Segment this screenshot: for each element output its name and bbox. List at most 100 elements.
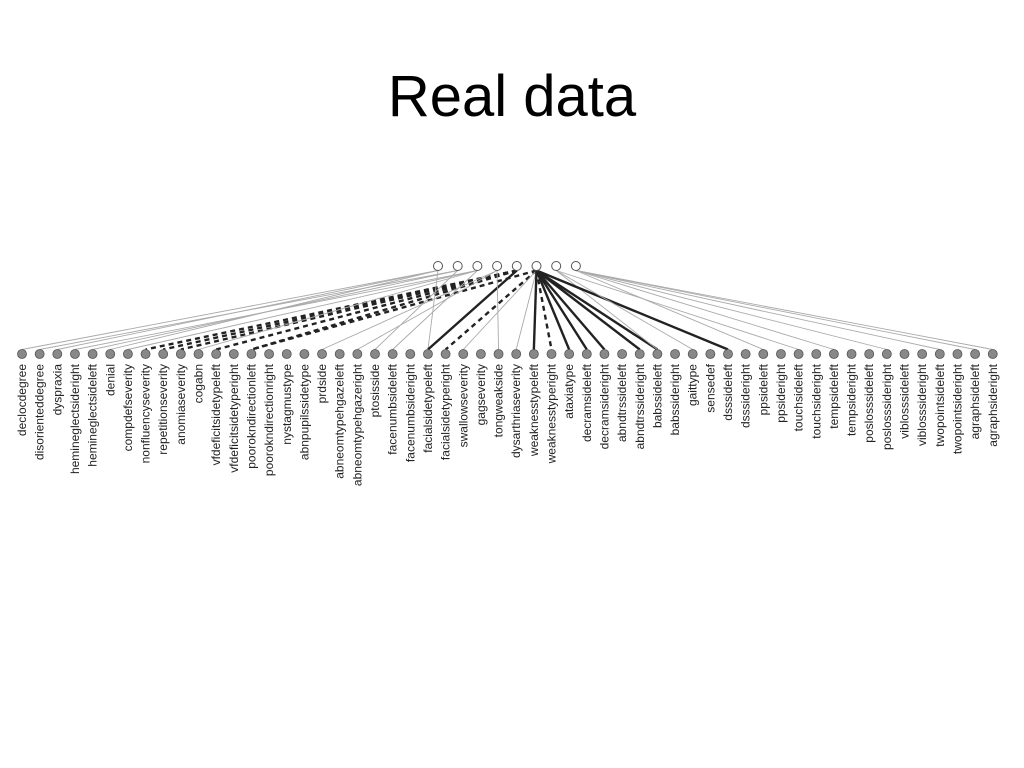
edge-21	[462, 270, 537, 350]
edge-36	[575, 270, 835, 350]
leaf-node-weaknesstyperight	[546, 349, 557, 359]
leaf-label-agraphsideleft: agraphsideleft	[968, 363, 982, 439]
leaf-label-facenumbsideleft: facenumbsideleft	[386, 363, 400, 454]
edge-23	[515, 270, 537, 350]
parent-node-3	[472, 261, 483, 271]
edge-39	[575, 270, 976, 350]
leaf-node-tempsideright	[846, 349, 857, 359]
leaf-node-babssideright	[670, 349, 680, 359]
leaf-label-vfdeficitsidetypeleft: vfdeficitsidetypeleft	[209, 363, 223, 465]
edge-30	[535, 269, 659, 351]
leaf-node-anomiaseverity	[175, 349, 186, 359]
leaf-label-dsssideleft: dsssideleft	[721, 363, 735, 420]
edge-37	[575, 270, 887, 350]
leaf-label-poorokndirectionleft: poorokndirectionleft	[244, 363, 258, 468]
parent-node-2	[452, 261, 463, 271]
leaf-node-twopointsideleft	[934, 349, 945, 359]
leaf-node-hemineglectsideleft	[87, 349, 98, 359]
leaf-node-facialsidetypeleft	[423, 349, 433, 359]
leaf-node-nystagmustype	[281, 349, 292, 359]
leaf-node-denial	[105, 349, 116, 359]
parent-node-4	[492, 261, 503, 271]
edge-31	[555, 270, 658, 350]
leaf-label-decramsideleft: decramsideleft	[580, 363, 594, 442]
leaf-node-touchsideleft	[793, 349, 804, 359]
parent-nodes-layer	[433, 261, 581, 271]
parent-node-8	[570, 261, 581, 271]
leaf-label-ppsideleft: ppsideleft	[756, 363, 770, 415]
leaf-node-sensedef	[705, 349, 716, 359]
leaf-node-poorokndirectionleft	[246, 349, 257, 359]
leaf-label-cogabn: cogabn	[192, 364, 206, 403]
leaf-label-babssideright: babssideright	[668, 363, 682, 435]
leaf-node-twopointsideright	[952, 349, 963, 359]
edge-35	[556, 270, 799, 350]
leaf-label-nystagmustype: nystagmustype	[280, 364, 294, 445]
leaf-node-agraphsideleft	[970, 349, 980, 359]
leaf-label-tongweakside: tongweakside	[492, 364, 506, 438]
leaf-node-facenumbsideright	[405, 349, 416, 359]
edge-27	[535, 269, 588, 351]
edges-layer	[21, 269, 993, 351]
leaf-label-gagseverity: gagseverity	[474, 364, 488, 425]
edge-20	[444, 269, 538, 351]
leaf-node-abnpupilssidetype	[299, 349, 310, 359]
leaf-node-dsssideleft	[723, 349, 733, 359]
leaf-label-gaittype: gaittype	[686, 364, 700, 406]
edge-16	[374, 270, 459, 350]
leaf-label-abndtrssideright: abndtrssideright	[633, 363, 647, 449]
leaf-label-nonfluencyseverity: nonfluencyseverity	[139, 364, 153, 463]
leaf-node-disorienteddegree	[34, 349, 45, 359]
leaf-label-denial: denial	[103, 364, 117, 396]
edge-12	[251, 269, 518, 351]
edge-8	[162, 269, 518, 351]
edge-2	[57, 270, 439, 350]
leaf-node-abneomtypehgazeleft	[334, 349, 345, 359]
leaf-label-dyspraxia: dyspraxia	[50, 364, 64, 416]
leaf-node-tongweakside	[493, 349, 504, 359]
leaf-label-facialsidetypeleft: facialsidetypeleft	[421, 363, 435, 452]
edge-0	[21, 270, 439, 350]
leaf-node-declocdegree	[17, 349, 27, 359]
leaf-label-agraphsideright: agraphsideright	[986, 363, 1000, 446]
leaf-node-repetitionseverity	[158, 349, 169, 359]
leaf-label-touchsideright: touchsideright	[809, 363, 823, 438]
parent-node-6	[531, 261, 542, 271]
leaf-node-gaittype	[687, 349, 698, 359]
leaf-node-vfdeficitsidetyperight	[228, 349, 239, 359]
leaf-node-facialsidetyperight	[440, 349, 451, 359]
leaf-node-facenumbsideleft	[387, 349, 398, 359]
leaf-label-ptosisside: ptosisside	[368, 364, 382, 418]
leaf-label-prdside: prdside	[315, 364, 329, 404]
leaf-label-weaknesstyperight: weaknesstyperight	[545, 363, 559, 464]
leaf-node-poslosssideleft	[864, 349, 875, 359]
leaf-node-hemineglectsideright	[70, 349, 80, 359]
leaf-label-abneomtypehgazeright: abneomtypehgazeright	[350, 363, 364, 486]
edge-32	[536, 269, 729, 351]
leaf-label-compdefseverity: compdefseverity	[121, 364, 135, 451]
leaf-label-poslosssideleft: poslosssideleft	[862, 363, 876, 442]
edge-9	[180, 269, 518, 351]
edge-28	[535, 269, 606, 351]
parent-node-1	[433, 261, 443, 271]
leaf-label-disorienteddegree: disorienteddegree	[33, 364, 47, 460]
leaf-label-abndtrssideleft: abndtrssideleft	[615, 363, 629, 442]
edge-29	[535, 269, 641, 351]
slide-title: Real data	[387, 64, 637, 129]
leaf-node-dsssideright	[740, 349, 751, 359]
leaf-label-twopointsideright: twopointsideright	[950, 363, 964, 454]
leaf-node-ataxiatype	[564, 349, 575, 359]
leaf-label-babssideleft: babssideleft	[650, 363, 664, 428]
leaf-node-decramsideleft	[581, 349, 592, 359]
edge-19	[427, 269, 518, 351]
leaf-label-tempsideleft: tempsideleft	[827, 363, 841, 428]
leaf-node-tempsideleft	[829, 349, 839, 359]
leaf-node-poslosssideright	[881, 349, 892, 359]
leaf-label-tempsideright: tempsideright	[845, 363, 859, 436]
edge-11	[215, 269, 518, 351]
leaf-label-dysarthriaseverity: dysarthriaseverity	[509, 364, 523, 458]
leaf-label-sensedef: sensedef	[703, 363, 717, 412]
leaf-label-viblosssideright: viblosssideright	[915, 363, 929, 446]
